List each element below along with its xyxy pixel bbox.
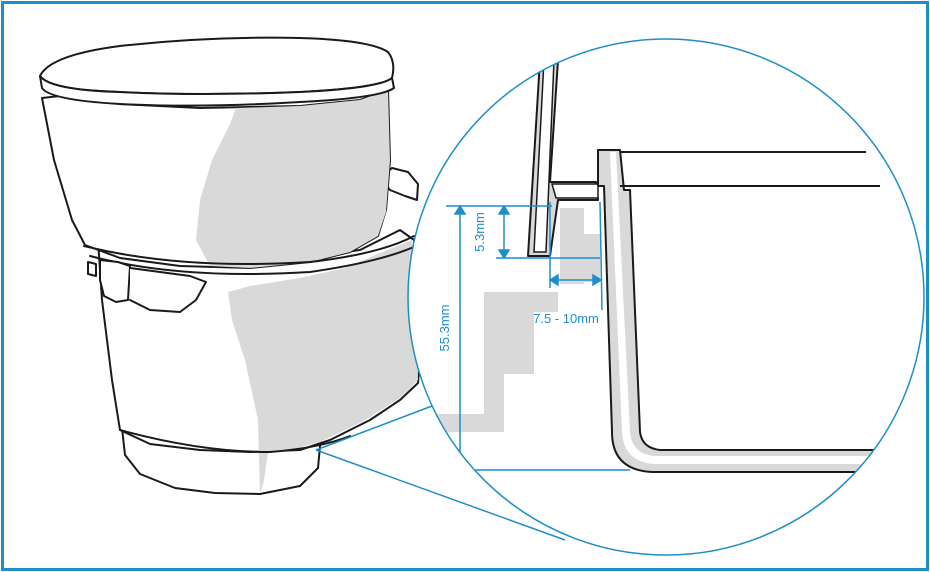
dim-gap-arrow-left: [548, 273, 559, 287]
mid-seam: [83, 235, 415, 265]
mid-seam-lower: [89, 245, 417, 275]
dim-gap-arrow-right: [592, 273, 603, 287]
bowl-shade: [196, 90, 390, 268]
dim-gap-right-ext: [599, 201, 603, 311]
dim-label-flange-height: 5.3mm: [472, 212, 487, 252]
dim-label-total-height: 55.3mm: [437, 305, 452, 352]
dim-label-gap-width: 7.5 - 10mm: [533, 311, 599, 326]
lid-rim: [39, 75, 395, 107]
callout-line-upper: [315, 405, 433, 451]
dim-5-3-arrow-top: [497, 204, 511, 215]
floor-step: [408, 292, 558, 432]
flange-ledge: [551, 183, 599, 199]
zoom-circle-outline: [407, 38, 925, 556]
dimension-lines: [446, 201, 630, 472]
flush-handle: [99, 259, 131, 303]
callout-line-lower: [315, 449, 566, 541]
lower-tank-shade: [228, 240, 418, 494]
handle-slot: [129, 267, 207, 313]
dim-55-3-arrow-top: [453, 204, 467, 215]
zoom-callout: [315, 405, 566, 541]
bottom-seam: [119, 429, 351, 453]
dim-5-3-arrow-bottom: [497, 249, 511, 260]
zoom-detail: 5.3mm 55.3mm 7.5 - 10mm: [408, 59, 881, 473]
toilet-illustration: [39, 36, 421, 495]
handle-detail: [87, 261, 97, 277]
